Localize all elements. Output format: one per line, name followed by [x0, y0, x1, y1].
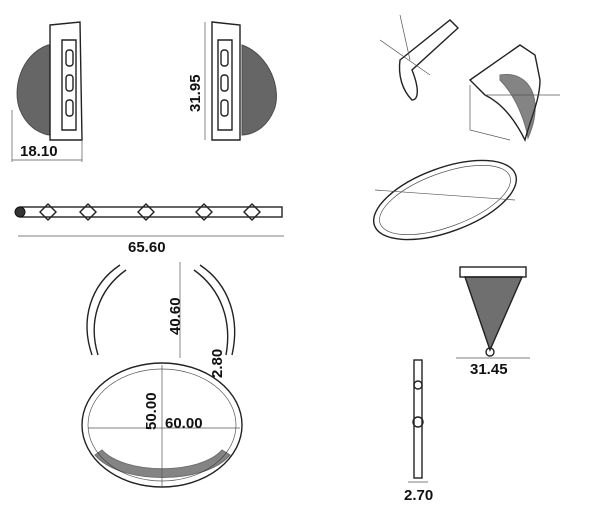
- dim-side-thickness: 2.70: [404, 487, 433, 504]
- dim-strap-height: 31.95: [187, 74, 204, 112]
- bangle-perspective: [372, 159, 518, 241]
- dim-bar-length: 65.60: [128, 239, 166, 256]
- bar-side-view: 65.60: [14, 203, 284, 256]
- strap-back-view: 31.95: [187, 21, 277, 141]
- dim-strap-width: 18.10: [20, 143, 58, 160]
- dim-arc-thickness: 2.80: [209, 349, 226, 378]
- strap-front-view: 18.10: [11, 21, 83, 162]
- dim-bangle-inner: 50.00: [143, 392, 160, 430]
- pendant-front-view: 31.45: [456, 266, 530, 378]
- dim-bangle-outer: 60.00: [165, 415, 203, 432]
- bangle-top-view: 50.00 60.00: [81, 362, 243, 488]
- dim-arc-height: 40.60: [167, 297, 184, 335]
- side-profile-view: 2.70: [404, 359, 433, 504]
- arc-pieces: 40.60 2.80: [86, 262, 236, 378]
- perspective-views: [379, 14, 560, 143]
- dim-pendant-width: 31.45: [470, 361, 508, 378]
